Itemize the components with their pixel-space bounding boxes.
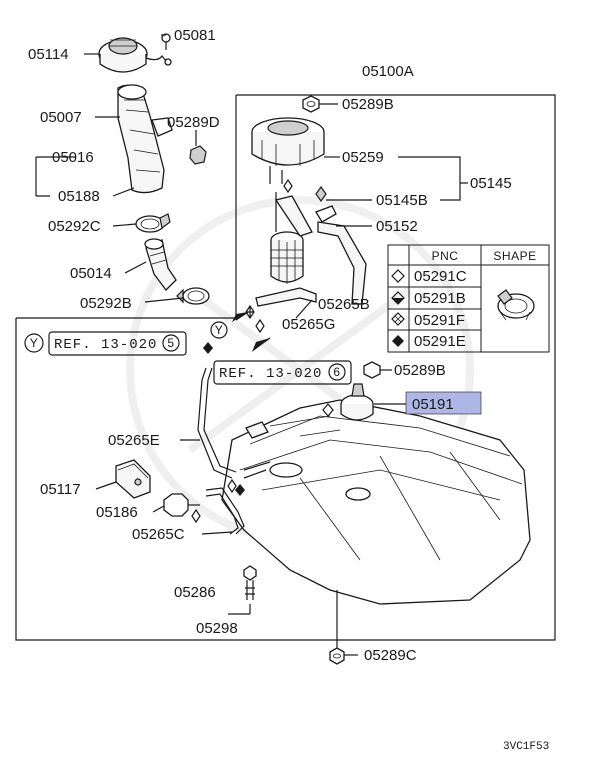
filler-neck-05007[interactable] xyxy=(117,84,173,194)
label-05007[interactable]: 05007 xyxy=(40,109,82,126)
svg-text:REF. 13-020: REF. 13-020 xyxy=(54,337,157,353)
label-05145B[interactable]: 05145B xyxy=(376,192,428,209)
label-05286[interactable]: 05286 xyxy=(174,584,216,601)
svg-text:REF. 13-020: REF. 13-020 xyxy=(219,366,322,382)
diamond-cross-icon xyxy=(391,312,405,326)
nut-05289C[interactable] xyxy=(329,647,345,665)
nut-05289B-mid[interactable] xyxy=(363,361,381,379)
fuel-pump-module-05259[interactable] xyxy=(251,117,325,184)
leader-lines xyxy=(35,34,468,656)
label-05145[interactable]: 05145 xyxy=(470,175,512,192)
svg-text:5: 5 xyxy=(167,336,174,350)
flow-arrows xyxy=(232,311,271,352)
assembly-frame-05100A xyxy=(235,94,556,350)
hose-05014[interactable] xyxy=(144,238,177,291)
legend-pnc-row-1: 05291C xyxy=(414,268,467,285)
bolt-05286[interactable] xyxy=(243,565,257,600)
label-05016[interactable]: 05016 xyxy=(52,149,94,166)
clip-05289D[interactable] xyxy=(189,145,207,165)
valve-05117[interactable] xyxy=(115,459,151,499)
legend-col-shape: SHAPE xyxy=(493,249,536,263)
fuel-tank-body[interactable] xyxy=(221,399,531,605)
label-05265G[interactable]: 05265G xyxy=(282,316,335,333)
label-05265C[interactable]: 05265C xyxy=(132,526,185,543)
filter-05186[interactable] xyxy=(163,493,200,517)
label-05289B-mid[interactable]: 05289B xyxy=(394,362,446,379)
label-05117[interactable]: 05117 xyxy=(40,481,81,498)
highlight-05191 xyxy=(405,391,482,415)
svg-text:6: 6 xyxy=(333,365,340,379)
label-05289B-top[interactable]: 05289B xyxy=(342,96,394,113)
label-05188[interactable]: 05188 xyxy=(58,188,100,205)
label-05292C[interactable]: 05292C xyxy=(48,218,101,235)
hose-05265C[interactable] xyxy=(205,461,271,535)
callout-markers xyxy=(191,178,334,524)
label-05298[interactable]: 05298 xyxy=(196,620,238,637)
label-05292B[interactable]: 05292B xyxy=(80,295,132,312)
fuel-sender-cap-05191[interactable] xyxy=(340,383,374,421)
label-05114[interactable]: 05114 xyxy=(28,46,69,63)
label-05014[interactable]: 05014 xyxy=(70,265,112,282)
legend-pnc-row-3: 05291F xyxy=(414,312,465,329)
diamond-outline-icon xyxy=(391,269,405,283)
fuel-sender-05145B[interactable] xyxy=(274,195,337,237)
hose-05265E[interactable] xyxy=(197,367,237,479)
label-05186[interactable]: 05186 xyxy=(96,504,138,521)
screw-05081[interactable] xyxy=(161,33,172,66)
diagram-code: 3VC1F53 xyxy=(503,741,549,753)
svg-text:Y: Y xyxy=(30,336,39,350)
legend-pnc-row-4: 05291E xyxy=(414,333,466,350)
legend-table: PNC SHAPE 05291C 05291B 05291F 05291E xyxy=(387,244,550,353)
label-05152[interactable]: 05152 xyxy=(376,218,418,235)
ref-box-left[interactable]: Y REF. 13-020 5 xyxy=(24,331,187,356)
label-05259[interactable]: 05259 xyxy=(342,149,384,166)
fuel-pump-strainer[interactable] xyxy=(270,192,304,284)
label-05081[interactable]: 05081 xyxy=(174,27,216,44)
y-marker-mid: Y xyxy=(210,321,228,339)
nut-05289B-top[interactable] xyxy=(302,95,320,113)
diamond-half-icon xyxy=(391,291,405,305)
hose-clamp-05292C[interactable] xyxy=(135,213,171,233)
svg-text:Y: Y xyxy=(215,323,224,337)
legend-col-pnc: PNC xyxy=(432,249,459,263)
part-labels: 05081 05114 05007 05289D 05016 05188 052… xyxy=(28,27,512,664)
label-05289C[interactable]: 05289C xyxy=(364,647,417,664)
legend-pnc-row-2: 05291B xyxy=(414,290,466,307)
label-05265E[interactable]: 05265E xyxy=(108,432,160,449)
tank-frame xyxy=(15,317,556,641)
fuel-cap-05114[interactable] xyxy=(98,37,168,73)
label-05265B[interactable]: 05265B xyxy=(318,296,370,313)
clamp-shape-icon xyxy=(497,289,535,321)
diamond-filled-icon xyxy=(392,335,404,347)
label-05289D[interactable]: 05289D xyxy=(167,114,220,131)
hose-clamp-05292B[interactable] xyxy=(176,287,210,305)
label-05191[interactable]: 05191 xyxy=(412,396,454,413)
ref-box-mid[interactable]: REF. 13-020 6 xyxy=(213,360,352,385)
vapor-hose-05265B[interactable] xyxy=(255,221,367,307)
label-05100A[interactable]: 05100A xyxy=(362,63,414,80)
